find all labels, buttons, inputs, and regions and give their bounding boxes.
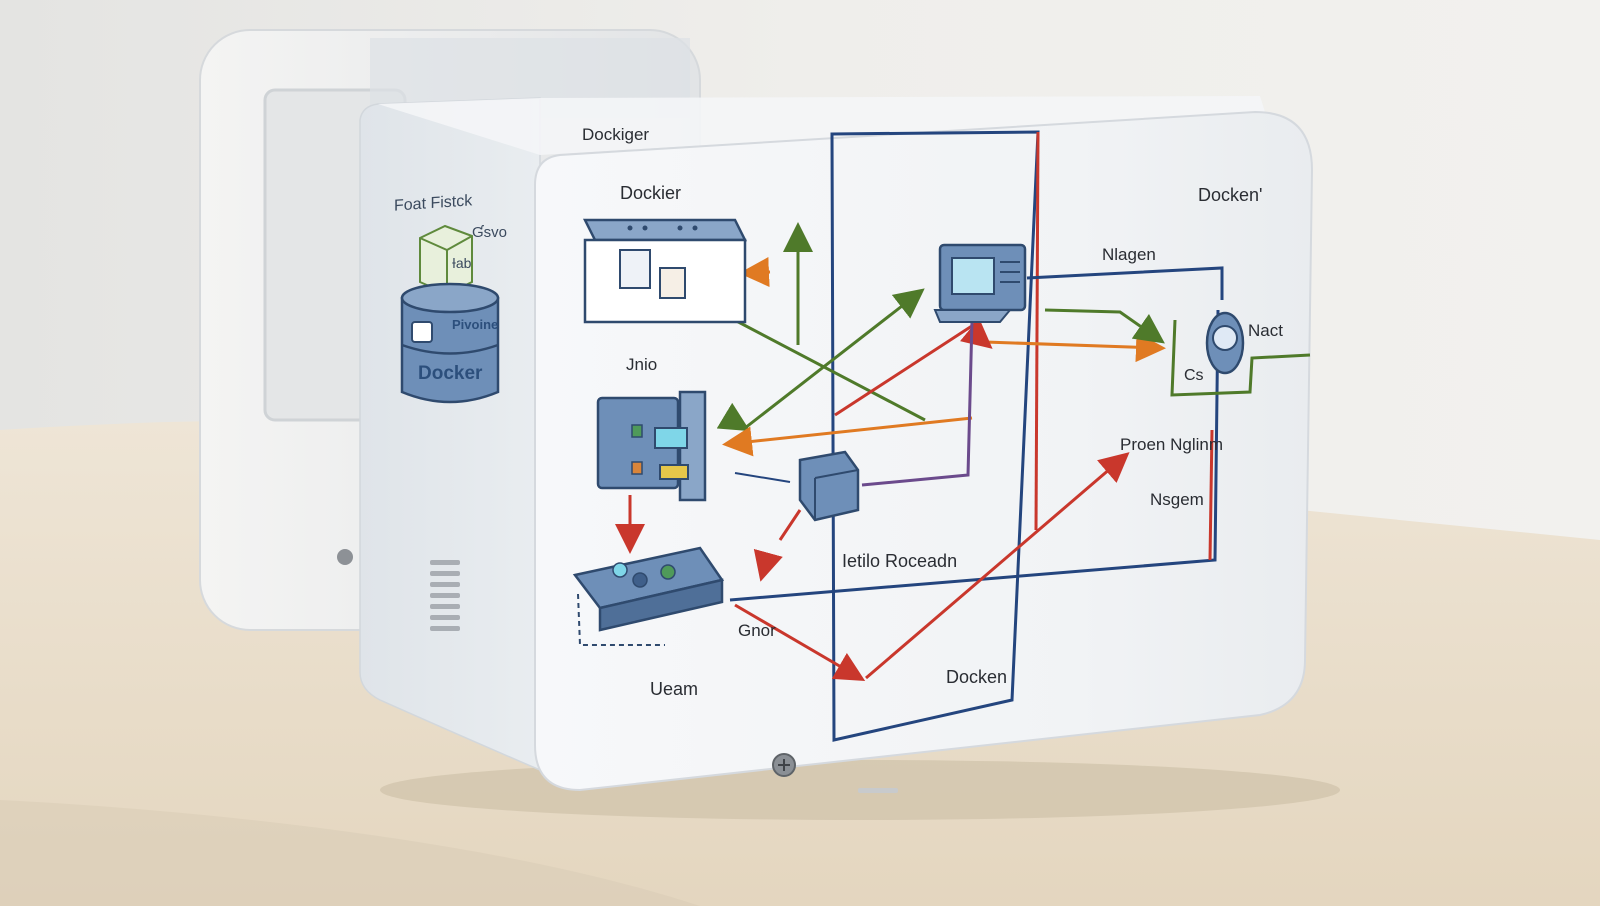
small-device-icon bbox=[798, 450, 860, 522]
right-label-docken: Docken' bbox=[1198, 185, 1263, 205]
connection-lines bbox=[615, 130, 1311, 742]
right-label-proen: Proen Nglinm bbox=[1120, 435, 1223, 454]
server-box-icon bbox=[582, 218, 748, 324]
box-top-face bbox=[378, 96, 1265, 155]
right-label-cs: Cs bbox=[1184, 367, 1204, 384]
storage-jar-icon bbox=[1205, 311, 1245, 375]
docker-cylinder-icon bbox=[400, 282, 500, 404]
front-label-gnor: Gnor bbox=[738, 621, 776, 640]
side-label-cylinder-top: Pivoine bbox=[452, 317, 499, 332]
front-label-unio: Jnio bbox=[626, 355, 658, 374]
right-label-nact: Nact bbox=[1248, 321, 1283, 340]
table-edge-shadow bbox=[0, 800, 700, 906]
computer-monitor-icon bbox=[933, 243, 1027, 323]
control-panel-icon bbox=[572, 546, 725, 646]
front-label-roceadn: Ietilo Roceadn bbox=[842, 551, 958, 571]
machine-panel-icon bbox=[596, 390, 707, 502]
side-label-cube: Ɨab bbox=[452, 255, 472, 271]
background-device-button bbox=[337, 549, 353, 565]
box-foot bbox=[858, 788, 898, 793]
front-label-ueam: Ueam bbox=[650, 679, 699, 699]
right-label-nlagen: Nlagen bbox=[1102, 245, 1156, 264]
front-label-docken: Docken bbox=[946, 667, 1008, 687]
box-side-face bbox=[359, 97, 541, 772]
front-label-top: Dockiger bbox=[582, 125, 650, 144]
right-label-nlsgem: Nsgem bbox=[1150, 490, 1204, 509]
side-label-cylinder-bottom: Docker bbox=[418, 363, 483, 384]
side-label-small: Ɠsvo bbox=[472, 224, 508, 241]
front-label-docker: Dockier bbox=[620, 183, 682, 203]
speaker-grille bbox=[430, 560, 460, 631]
